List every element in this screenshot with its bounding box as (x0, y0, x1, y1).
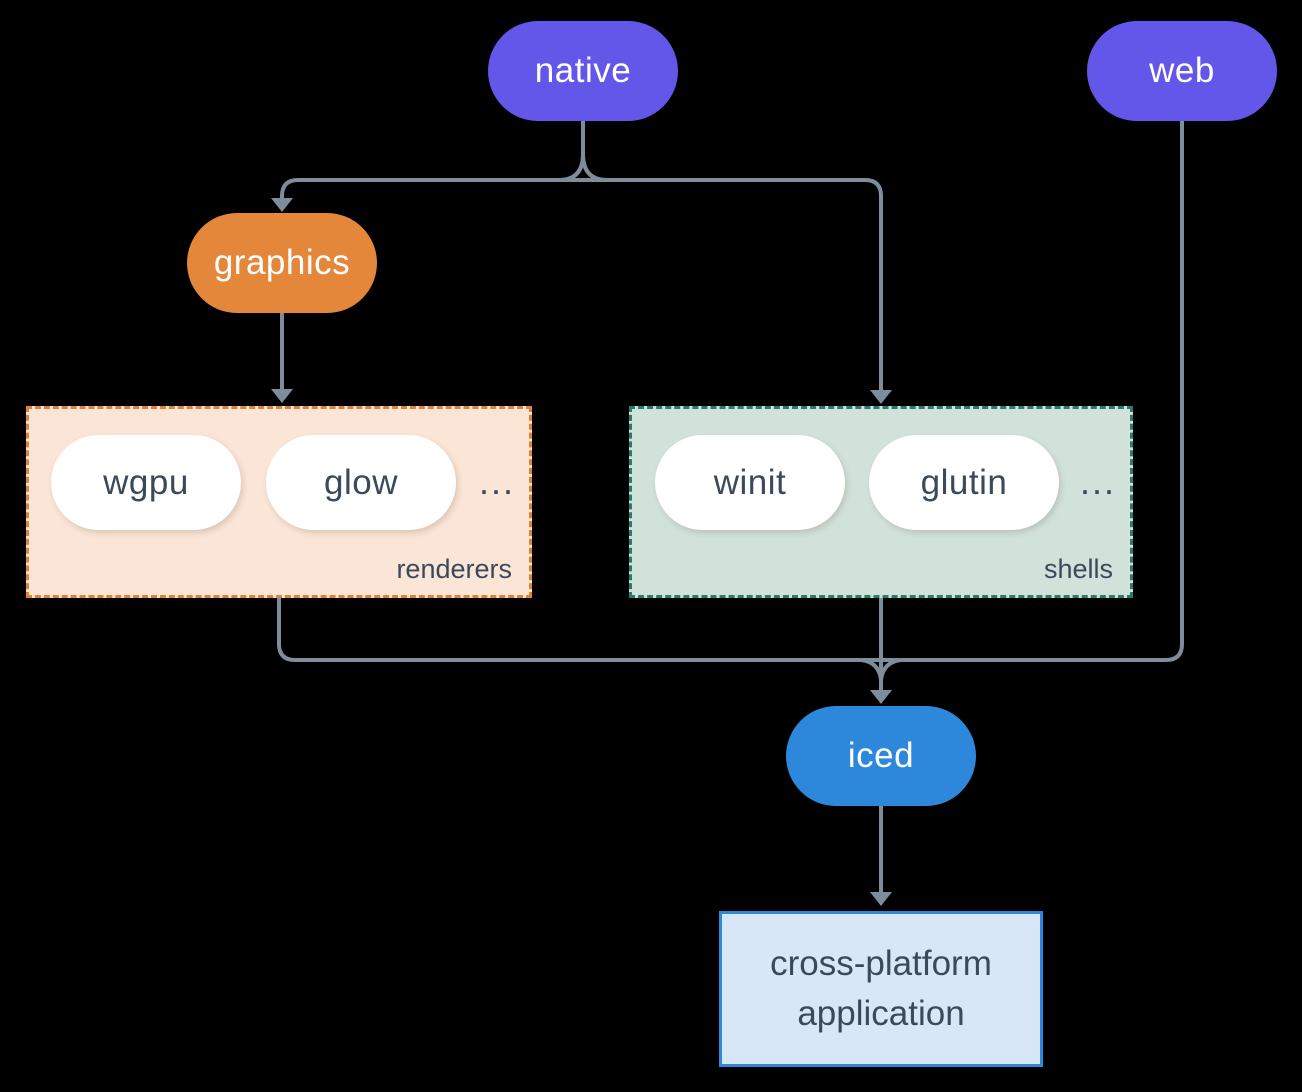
edge-merge-flare-left (860, 658, 883, 681)
node-winit: winit (655, 435, 845, 530)
node-winit-label: winit (713, 462, 787, 502)
node-wgpu-label: wgpu (103, 462, 189, 502)
node-graphics-label: graphics (213, 243, 351, 282)
node-native: native (488, 21, 678, 121)
node-glow: glow (266, 435, 456, 530)
edge-split-bar (280, 178, 883, 392)
edge-merge-flare-right (879, 658, 902, 681)
arrowhead-shells-top (870, 390, 892, 404)
edge-merge-bar (277, 121, 1184, 662)
node-glutin: glutin (869, 435, 1059, 530)
node-native-label: native (534, 51, 632, 90)
shells-group-label: shells (1043, 554, 1113, 584)
app-label-line2: application (797, 994, 965, 1033)
arrowhead-iced-top (870, 690, 892, 704)
node-glow-label: glow (324, 462, 398, 502)
edge-native-flare-right (581, 153, 608, 182)
shells-ellipsis: ... (1079, 461, 1116, 502)
node-iced-label: iced (847, 736, 915, 775)
group-shells: winit glutin ... shells (629, 406, 1133, 598)
node-wgpu: wgpu (51, 435, 241, 530)
node-iced: iced (786, 706, 976, 806)
arrowhead-graphics-top (271, 198, 293, 212)
renderers-group-label: renderers (396, 554, 512, 584)
arrowhead-app-top (870, 892, 892, 906)
node-cross-platform-application: cross-platform application (719, 911, 1043, 1067)
renderers-ellipsis: ... (478, 461, 515, 502)
node-glutin-label: glutin (920, 462, 1008, 502)
node-web-label: web (1149, 51, 1215, 90)
edge-native-flare-left (558, 153, 585, 182)
app-label-line1: cross-platform (770, 944, 992, 984)
node-web: web (1087, 21, 1277, 121)
arrowhead-renderers-top (271, 389, 293, 403)
node-graphics: graphics (187, 213, 377, 313)
group-renderers: wgpu glow ... renderers (26, 406, 532, 598)
